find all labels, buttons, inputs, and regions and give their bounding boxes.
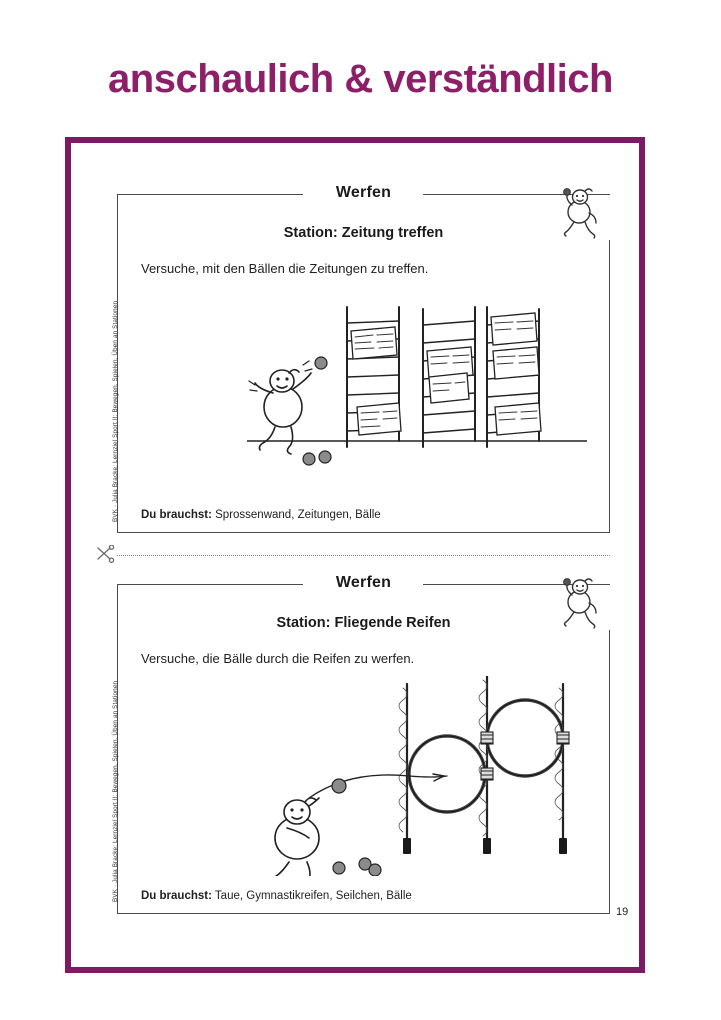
page-title: anschaulich & verständlich	[108, 57, 613, 101]
worksheet-rule-right	[423, 584, 610, 585]
needs-items-2: Taue, Gymnastikreifen, Seilchen, Bälle	[214, 890, 412, 902]
worksheet-border-right	[609, 630, 610, 914]
credit-text-2: BVK · Julia Bracke: Lernziel Sport II: B…	[112, 680, 119, 902]
illustration-hoops-station	[274, 676, 570, 876]
worksheet-border-right	[609, 240, 610, 533]
scissors-icon	[97, 545, 115, 563]
stick-figure-mascot-icon-1	[563, 188, 597, 239]
illustration-newspaper-station	[247, 306, 587, 466]
worksheet-border-left	[117, 584, 118, 914]
worksheet-rule-right	[423, 194, 610, 195]
needs-items-1: Sprossenwand, Zeitungen, Bälle	[215, 509, 381, 521]
stick-figure-mascot-icon-2	[563, 578, 597, 629]
worksheet-card-1: Werfen Station: Zeitung treffen Versuche…	[117, 184, 610, 533]
worksheet-border-left	[117, 194, 118, 533]
worksheet-needs-1: Du brauchst: Sprossenwand, Zeitungen, Bä…	[141, 509, 381, 521]
worksheet-title-1: Werfen	[117, 184, 610, 202]
worksheet-subtitle-1: Station: Zeitung treffen	[283, 225, 444, 241]
worksheet-subtitle-2: Station: Fliegende Reifen	[276, 615, 451, 631]
needs-label-1: Du brauchst:	[141, 509, 212, 521]
page-number: 19	[616, 906, 629, 918]
worksheet-needs-2: Du brauchst: Taue, Gymnastikreifen, Seil…	[141, 890, 412, 902]
worksheet-instruction-1: Versuche, mit den Bällen die Zeitungen z…	[141, 261, 429, 276]
worksheet-instruction-2: Versuche, die Bälle durch die Reifen zu …	[141, 651, 415, 666]
cut-line-dashes	[117, 555, 610, 556]
needs-label-2: Du brauchst:	[141, 890, 212, 902]
worksheet-card-2: Werfen Station: Fliegende Reifen Versuch…	[117, 574, 610, 914]
worksheet-rule-left	[117, 194, 303, 195]
worksheet-title-2: Werfen	[117, 574, 610, 592]
worksheet-rule-left	[117, 584, 303, 585]
worksheet-title-text: Werfen	[325, 574, 402, 591]
cut-line	[95, 545, 610, 563]
worksheet-border-bottom	[117, 532, 610, 533]
credit-text-1: BVK · Julia Bracke: Lernziel Sport II: B…	[112, 300, 119, 522]
worksheet-border-bottom	[117, 913, 610, 914]
worksheet-title-text: Werfen	[325, 184, 402, 201]
